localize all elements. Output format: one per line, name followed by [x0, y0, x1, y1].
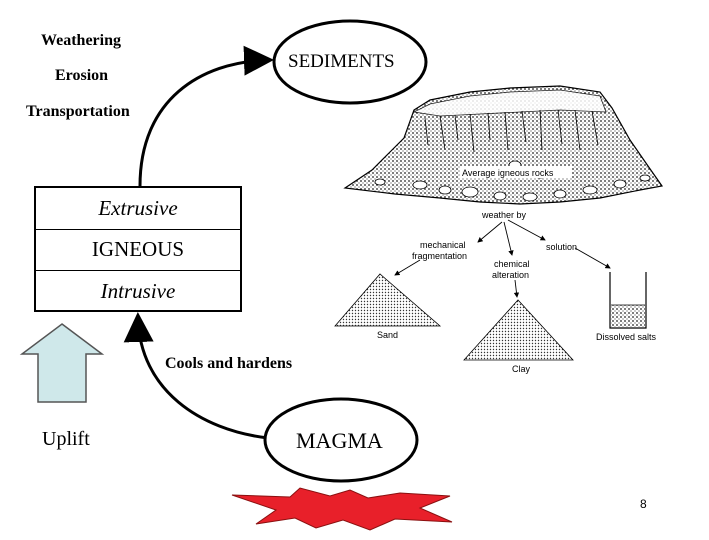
arrow-to-salts [574, 247, 611, 269]
label-fragmentation: fragmentation [412, 251, 467, 261]
arrow-to-sand [394, 259, 421, 276]
label-clay: Clay [512, 364, 531, 374]
clay-pile [463, 299, 574, 361]
arrow-to-clay [513, 279, 520, 298]
arrow-chemical [503, 221, 514, 256]
label-solution: solution [546, 242, 577, 252]
heat-burst-icon [231, 487, 453, 531]
label-chemical: chemical [494, 259, 530, 269]
label-weather-by: weather by [481, 210, 527, 220]
label-sediments: SEDIMENTS [288, 51, 395, 72]
label-cools-and-hardens: Cools and hardens [165, 355, 293, 372]
page-number: 8 [640, 497, 647, 511]
sand-pile [334, 273, 442, 327]
sediments-ellipse [272, 19, 428, 105]
beaker-icon [609, 272, 647, 329]
label-magma: MAGMA [296, 428, 383, 453]
label-sand: Sand [377, 330, 398, 340]
label-transportation: Transportation [26, 103, 130, 120]
uplift-arrow [19, 323, 105, 403]
igneous-box: Extrusive IGNEOUS Intrusive [34, 186, 242, 312]
label-alteration: alteration [492, 270, 529, 280]
magma-ellipse [263, 397, 419, 483]
label-intrusive: Intrusive [100, 279, 176, 303]
label-extrusive: Extrusive [36, 188, 240, 230]
label-mechanical: mechanical [420, 240, 466, 250]
arrow-solution [507, 219, 546, 241]
label-dissolved-salts: Dissolved salts [596, 332, 657, 342]
label-igneous: IGNEOUS [36, 230, 240, 271]
label-erosion: Erosion [55, 67, 109, 84]
label-average-igneous-rocks: Average igneous rocks [462, 168, 554, 178]
label-uplift: Uplift [42, 428, 90, 450]
arrow-igneous-to-sediments [138, 45, 274, 187]
igneous-rock-mountain [343, 85, 664, 205]
arrow-magma-to-igneous [123, 312, 269, 440]
label-weathering: Weathering [41, 32, 121, 49]
arrow-mechanical [477, 221, 503, 243]
weathering-illustration [334, 85, 664, 361]
